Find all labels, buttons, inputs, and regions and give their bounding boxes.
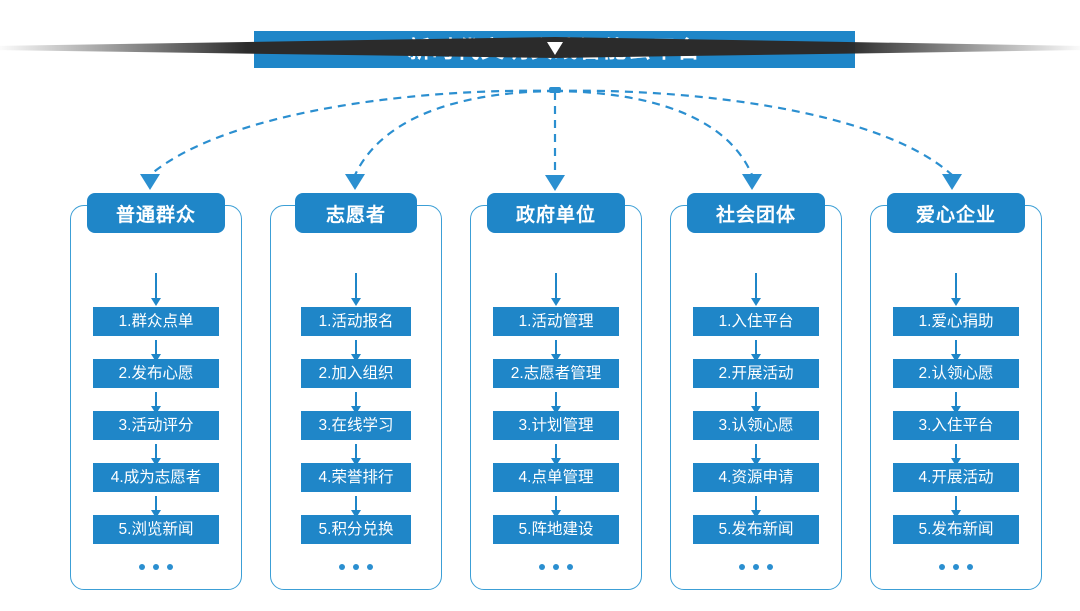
flow-arrow-icon	[555, 444, 557, 459]
ellipsis-dot	[167, 564, 173, 570]
flow-arrow-icon	[755, 392, 757, 407]
flow-step-caring-enterprises-5[interactable]: 5.发布新闻	[893, 515, 1019, 544]
flow-step-volunteers-2[interactable]: 2.加入组织	[301, 359, 411, 388]
flow-arrow-icon	[955, 340, 957, 355]
more-items-ellipsis-volunteers[interactable]	[339, 564, 373, 570]
ellipsis-dot	[953, 564, 959, 570]
flow-arrow-icon	[355, 496, 357, 511]
ellipsis-dot	[767, 564, 773, 570]
flow-arrow-icon	[955, 496, 957, 511]
ellipsis-dot	[567, 564, 573, 570]
column-header-volunteers[interactable]: 志愿者	[295, 193, 417, 233]
flow-step-ordinary-public-1[interactable]: 1.群众点单	[93, 307, 219, 336]
flow-arrow-icon	[155, 273, 157, 299]
flow-arrow-icon	[555, 496, 557, 511]
flow-arrow-icon	[555, 392, 557, 407]
column-item-list-caring-enterprises: 1.爱心捐助 2.认领心愿 3.入住平台 4.开展活动 5.发布新闻	[893, 273, 1019, 570]
more-items-ellipsis-government-units[interactable]	[539, 564, 573, 570]
flow-step-volunteers-5[interactable]: 5.积分兑换	[301, 515, 411, 544]
column-item-list-social-groups: 1.入住平台 2.开展活动 3.认领心愿 4.资源申请 5.发布新闻	[693, 273, 819, 570]
flow-arrow-icon	[955, 392, 957, 407]
flow-arrow-icon	[555, 273, 557, 299]
flow-step-social-groups-2[interactable]: 2.开展活动	[693, 359, 819, 388]
flow-step-ordinary-public-4[interactable]: 4.成为志愿者	[93, 463, 219, 492]
column-header-government-units[interactable]: 政府单位	[487, 193, 625, 233]
more-items-ellipsis-caring-enterprises[interactable]	[939, 564, 973, 570]
ellipsis-dot	[939, 564, 945, 570]
flow-arrow-icon	[355, 444, 357, 459]
flow-step-social-groups-3[interactable]: 3.认领心愿	[693, 411, 819, 440]
ellipsis-dot	[553, 564, 559, 570]
column-item-list-ordinary-public: 1.群众点单 2.发布心愿 3.活动评分 4.成为志愿者 5.浏览新闻	[93, 273, 219, 570]
ellipsis-dot	[967, 564, 973, 570]
flow-arrow-icon	[555, 340, 557, 355]
flow-step-social-groups-1[interactable]: 1.入住平台	[693, 307, 819, 336]
flow-step-caring-enterprises-2[interactable]: 2.认领心愿	[893, 359, 1019, 388]
flow-arrow-icon	[955, 273, 957, 299]
flow-step-government-units-3[interactable]: 3.计划管理	[493, 411, 619, 440]
role-column-ordinary-public: 普通群众 1.群众点单 2.发布心愿 3.活动评分 4.成为志愿者 5.浏览新闻	[70, 193, 242, 590]
ellipsis-dot	[339, 564, 345, 570]
flow-step-caring-enterprises-4[interactable]: 4.开展活动	[893, 463, 1019, 492]
flow-arrow-icon	[355, 340, 357, 355]
role-column-government-units: 政府单位 1.活动管理 2.志愿者管理 3.计划管理 4.点单管理 5.阵地建设	[470, 193, 642, 590]
ellipsis-dot	[539, 564, 545, 570]
ellipsis-dot	[353, 564, 359, 570]
flow-step-caring-enterprises-3[interactable]: 3.入住平台	[893, 411, 1019, 440]
flow-arrow-icon	[155, 392, 157, 407]
flow-arrow-icon	[155, 340, 157, 355]
role-column-caring-enterprises: 爱心企业 1.爱心捐助 2.认领心愿 3.入住平台 4.开展活动 5.发布新闻	[870, 193, 1042, 590]
more-items-ellipsis-ordinary-public[interactable]	[139, 564, 173, 570]
flow-step-volunteers-4[interactable]: 4.荣誉排行	[301, 463, 411, 492]
flow-arrow-icon	[955, 444, 957, 459]
flow-step-government-units-2[interactable]: 2.志愿者管理	[493, 359, 619, 388]
ellipsis-dot	[139, 564, 145, 570]
flow-arrow-icon	[155, 496, 157, 511]
flow-step-social-groups-4[interactable]: 4.资源申请	[693, 463, 819, 492]
flow-step-volunteers-3[interactable]: 3.在线学习	[301, 411, 411, 440]
ellipsis-dot	[367, 564, 373, 570]
flow-step-government-units-1[interactable]: 1.活动管理	[493, 307, 619, 336]
flow-step-government-units-4[interactable]: 4.点单管理	[493, 463, 619, 492]
column-item-list-government-units: 1.活动管理 2.志愿者管理 3.计划管理 4.点单管理 5.阵地建设	[493, 273, 619, 570]
ellipsis-dot	[739, 564, 745, 570]
flow-arrow-icon	[155, 444, 157, 459]
flow-arrow-icon	[755, 444, 757, 459]
flow-step-caring-enterprises-1[interactable]: 1.爱心捐助	[893, 307, 1019, 336]
flow-arrow-icon	[755, 340, 757, 355]
flow-step-ordinary-public-3[interactable]: 3.活动评分	[93, 411, 219, 440]
column-header-social-groups[interactable]: 社会团体	[687, 193, 825, 233]
flow-step-volunteers-1[interactable]: 1.活动报名	[301, 307, 411, 336]
flow-step-government-units-5[interactable]: 5.阵地建设	[493, 515, 619, 544]
role-column-volunteers: 志愿者 1.活动报名 2.加入组织 3.在线学习 4.荣誉排行 5.积分兑换	[270, 193, 442, 590]
role-column-social-groups: 社会团体 1.入住平台 2.开展活动 3.认领心愿 4.资源申请 5.发布新闻	[670, 193, 842, 590]
ellipsis-dot	[153, 564, 159, 570]
column-header-ordinary-public[interactable]: 普通群众	[87, 193, 225, 233]
flow-step-ordinary-public-2[interactable]: 2.发布心愿	[93, 359, 219, 388]
flow-arrow-icon	[755, 273, 757, 299]
flow-arrow-icon	[755, 496, 757, 511]
more-items-ellipsis-social-groups[interactable]	[739, 564, 773, 570]
ellipsis-dot	[753, 564, 759, 570]
banner-shadow-ribbon	[0, 37, 1080, 58]
flow-arrow-icon	[355, 273, 357, 299]
column-item-list-volunteers: 1.活动报名 2.加入组织 3.在线学习 4.荣誉排行 5.积分兑换	[301, 273, 411, 570]
column-header-caring-enterprises[interactable]: 爱心企业	[887, 193, 1025, 233]
flow-step-ordinary-public-5[interactable]: 5.浏览新闻	[93, 515, 219, 544]
flow-step-social-groups-5[interactable]: 5.发布新闻	[693, 515, 819, 544]
flow-arrow-icon	[355, 392, 357, 407]
